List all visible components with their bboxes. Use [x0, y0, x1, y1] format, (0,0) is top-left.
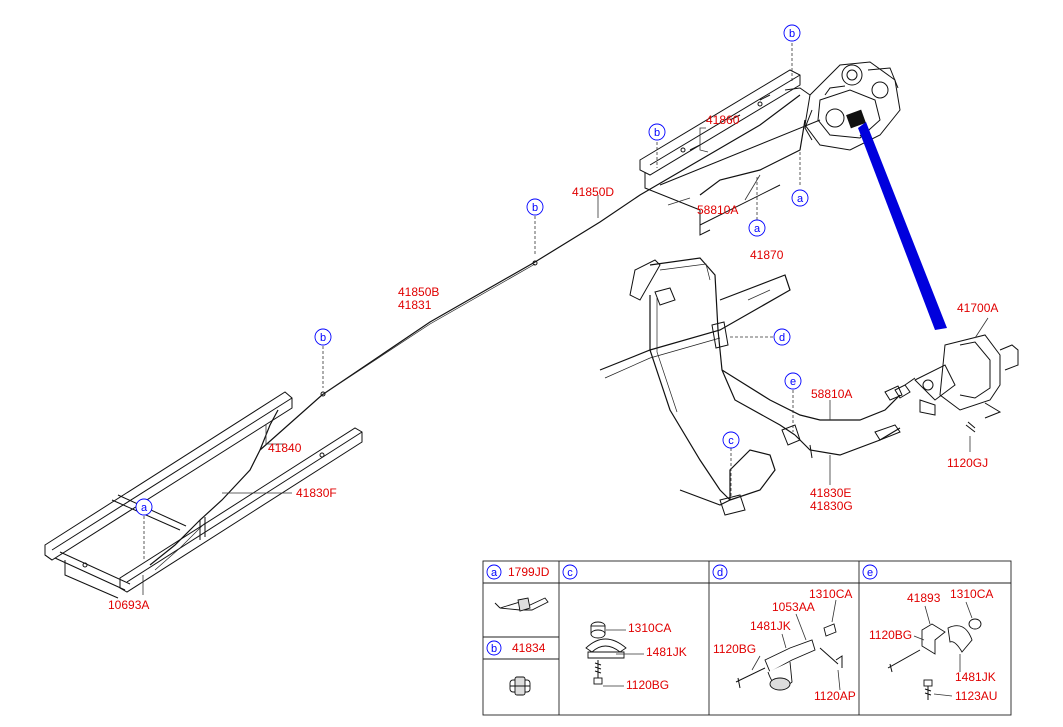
detail-ref-c: c [567, 567, 573, 579]
detail-part-1123AU-e: 1123AU [955, 689, 997, 703]
part-label-41830E: 41830E [810, 486, 851, 500]
detail-part-1481JK-c: 1481JK [646, 645, 687, 659]
callout-a-trans: a [791, 189, 809, 207]
part-label-41860: 41860 [706, 113, 740, 127]
part-label-41850D: 41850D [572, 185, 614, 199]
bracket-assembly-e [887, 601, 982, 700]
grommet-illustration [509, 676, 531, 696]
part-label-41840: 41840 [268, 441, 302, 455]
detail-pointer [858, 122, 947, 330]
detail-cell-a: a 1799JD [486, 564, 550, 612]
part-label-41830G: 41830G [810, 499, 853, 513]
detail-part-1053AA-d: 1053AA [772, 600, 815, 614]
part-label-41870: 41870 [750, 248, 784, 262]
detail-part-1120BG-e: 1120BG [869, 628, 912, 642]
front-frame-rail [639, 69, 821, 236]
clutch-hose-routing [599, 257, 903, 516]
rear-frame-rail [44, 391, 363, 599]
svg-text:b: b [532, 202, 538, 214]
part-labels: 41860 41850D 58810A 41850B 41831 41840 4… [108, 113, 998, 612]
detail-ref-d: d [717, 567, 723, 579]
detail-cell-b: b 41834 [486, 640, 546, 696]
detail-part-1120AP-d: 1120AP [814, 689, 856, 703]
detail-part-41834: 41834 [512, 641, 546, 655]
leader-lines [142, 43, 989, 595]
detail-part-1799JD: 1799JD [508, 565, 550, 579]
svg-text:a: a [754, 223, 761, 235]
main-cable [259, 94, 801, 451]
clamp-assembly-c [585, 621, 644, 687]
callout-d: d [773, 328, 791, 346]
detail-part-1310CA-d: 1310CA [809, 587, 852, 601]
part-label-58810A: 58810A [697, 203, 738, 217]
detail-part-1120BG-c: 1120BG [626, 678, 669, 692]
cable-tie-illustration [494, 597, 549, 612]
clutch-booster-assembly [894, 334, 1019, 433]
svg-text:e: e [790, 376, 796, 388]
part-label-10693A: 10693A [108, 598, 149, 612]
svg-text:b: b [654, 127, 660, 139]
callout-circles: b b b b a a a d e c [135, 24, 809, 516]
callout-c: c [722, 431, 740, 449]
detail-cell-e: e 41893 1310CA 1120BG 1481JK 1123AU [862, 564, 997, 703]
callout-b-cable-rear: b [314, 328, 332, 346]
callout-b-crossmember: b [648, 123, 666, 141]
callout-b-cable-mid: b [526, 198, 544, 216]
transmission-assembly [784, 61, 901, 151]
detail-cell-d: d 1310CA 1053AA 1481JK 1120BG 1120AP [712, 564, 856, 703]
detail-part-41893-e: 41893 [907, 591, 941, 605]
clamp-assembly-d [735, 599, 843, 691]
detail-part-1310CA-e: 1310CA [950, 587, 993, 601]
callout-e: e [784, 372, 802, 390]
detail-part-1310CA-c: 1310CA [628, 621, 671, 635]
svg-text:b: b [320, 332, 326, 344]
svg-text:b: b [789, 28, 795, 40]
detail-table: a 1799JD b 41834 c 1310CA 1481JK [482, 560, 1012, 716]
detail-cell-c: c 1310CA 1481JK 1120BG [562, 564, 687, 692]
detail-part-1120BG-d: 1120BG [713, 642, 756, 656]
callout-a-crossmember: a [748, 219, 766, 237]
part-label-41831: 41831 [398, 298, 432, 312]
svg-text:a: a [141, 502, 148, 514]
detail-ref-e: e [867, 567, 873, 579]
part-label-41850B: 41850B [398, 285, 439, 299]
svg-text:c: c [728, 435, 734, 447]
part-label-41830F: 41830F [296, 486, 337, 500]
detail-ref-b: b [491, 643, 497, 655]
part-label-58810A-hose: 58810A [811, 387, 852, 401]
part-label-1120GJ: 1120GJ [947, 456, 988, 470]
callout-b-top: b [783, 24, 801, 42]
detail-ref-a: a [491, 567, 498, 579]
svg-text:d: d [779, 332, 785, 344]
part-label-41700A: 41700A [957, 301, 998, 315]
callout-a-frame: a [135, 498, 153, 516]
detail-part-1481JK-d: 1481JK [750, 619, 791, 633]
detail-part-1481JK-e: 1481JK [955, 670, 996, 684]
svg-text:a: a [797, 193, 804, 205]
